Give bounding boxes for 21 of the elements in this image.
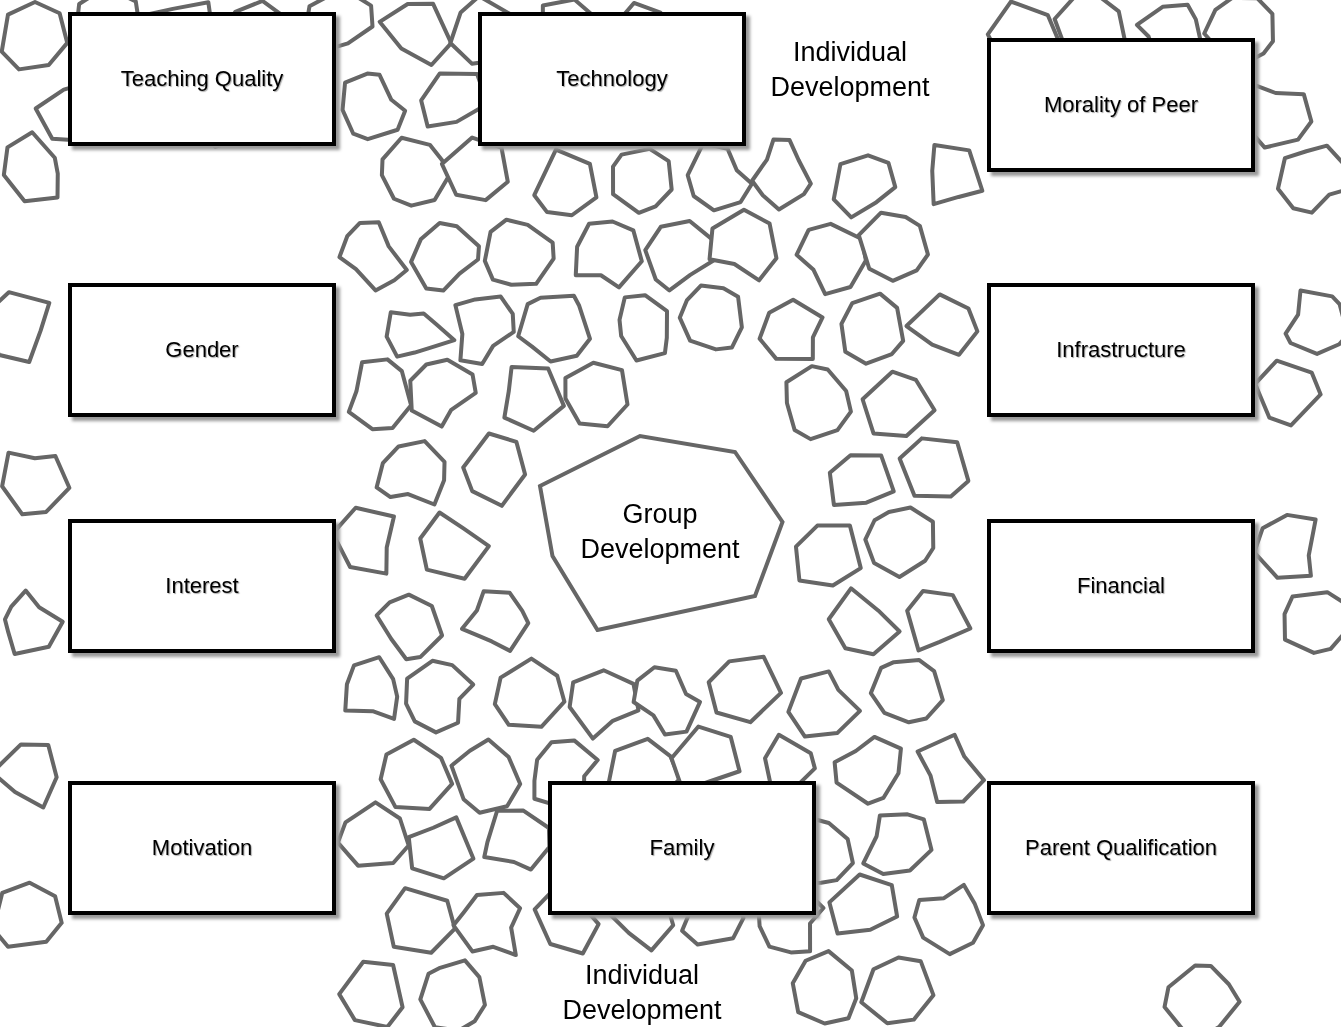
node-label: Motivation [150,834,254,863]
node-label: Teaching Quality [119,65,285,94]
node-label: Financial [1075,572,1166,601]
node-label: Group Development [579,497,741,566]
node-label: Gender [164,336,240,365]
factor-box [987,519,1255,653]
node-label: Infrastructure [1055,336,1187,365]
factor-box [987,781,1255,915]
node-label: Family [648,834,716,863]
group-label: Individual Development [561,959,723,1027]
node-label: Morality of Peer [1042,91,1200,120]
factor-box [68,781,336,915]
factor-box [478,12,746,146]
group-label: Individual Development [769,36,931,105]
node-label: Interest [164,572,240,601]
factor-box [68,519,336,653]
factor-box [987,283,1255,417]
heptagon-shape [535,432,785,632]
node-label: Parent Qualification [1024,834,1218,863]
factor-box [68,283,336,417]
node-label: Technology [555,65,669,94]
